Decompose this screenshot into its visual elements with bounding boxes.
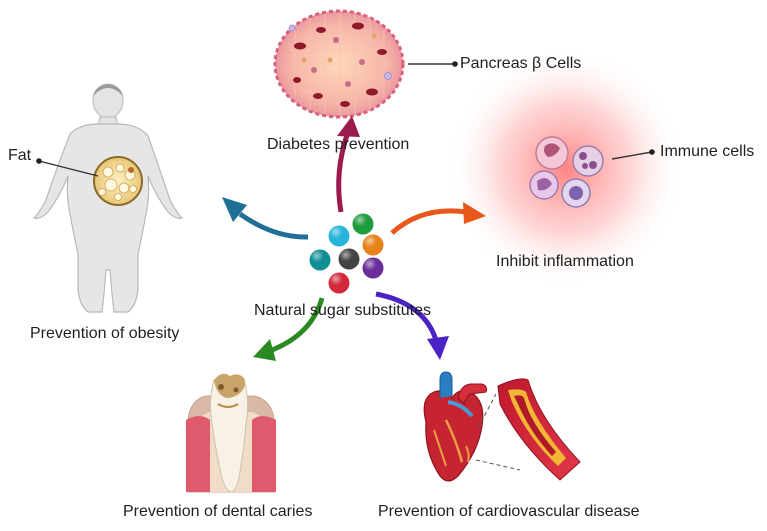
obese-body-illustration (32, 83, 184, 313)
fat-callout-line (36, 158, 99, 177)
prevention-of-obesity-label: Prevention of obesity (30, 325, 180, 342)
diabetes-prevention-label: Diabetes prevention (267, 136, 410, 153)
inhibit-inflammation-label: Inhibit inflammation (496, 253, 634, 270)
prevention-of-cardiovascular-disease-label: Prevention of cardiovascular disease (378, 503, 640, 520)
vessel-zoom-lines (475, 393, 521, 471)
molecule-ball-teal (309, 249, 331, 271)
molecule-ball-purple (362, 257, 384, 279)
pancreas-cells-label: Pancreas β Cells (460, 55, 582, 72)
prevention-of-dental-caries-label: Prevention of dental caries (123, 503, 313, 520)
fat-tissue-illustration (93, 156, 143, 206)
molecule-ball-gray (338, 248, 360, 270)
tooth-illustration (186, 373, 276, 493)
sugar-molecule-cluster (309, 213, 384, 294)
molecule-ball-cyan (328, 225, 350, 247)
pancreas-callout-line (408, 61, 458, 67)
molecule-ball-orange (362, 234, 384, 256)
heart-illustration (423, 371, 487, 482)
arrow-to-obesity (222, 197, 309, 240)
immune-cells-label: Immune cells (660, 143, 755, 160)
pancreas-islet-illustration (273, 9, 405, 119)
molecule-ball-green (352, 213, 374, 235)
molecule-ball-red (328, 272, 350, 294)
immune-cells-illustration (446, 48, 686, 288)
arrow-to-diabetes (336, 116, 360, 213)
natural-sugar-substitutes-label: Natural sugar substitutes (254, 302, 431, 319)
arrow-to-inflammation (390, 202, 486, 235)
arrow-to-caries (253, 297, 325, 361)
blood-vessel-illustration (497, 378, 581, 481)
arrow-to-cardio (375, 291, 449, 360)
fat-label: Fat (8, 147, 32, 164)
immune-callout-line (611, 149, 655, 160)
